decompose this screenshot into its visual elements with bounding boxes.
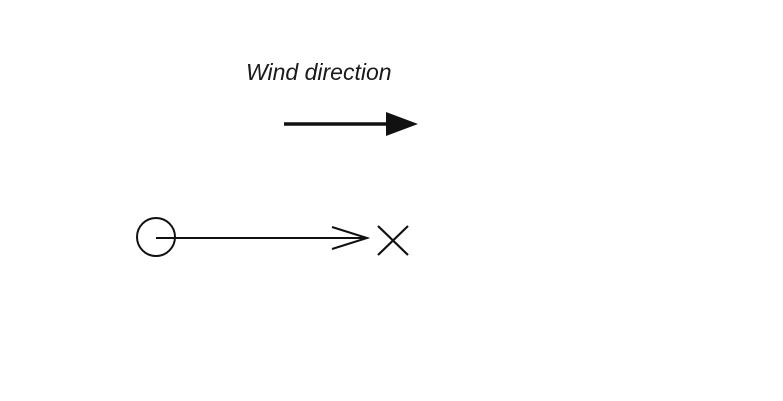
wind-direction-label: Wind direction (246, 59, 392, 85)
wind-direction-arrow-icon (284, 112, 418, 136)
target-x-mark-icon (377, 225, 409, 256)
path-arrow-head (331, 226, 371, 250)
wind-arrow-head (386, 112, 418, 136)
path-arrow-icon (156, 226, 371, 250)
x-mark-stroke-b (377, 225, 409, 256)
